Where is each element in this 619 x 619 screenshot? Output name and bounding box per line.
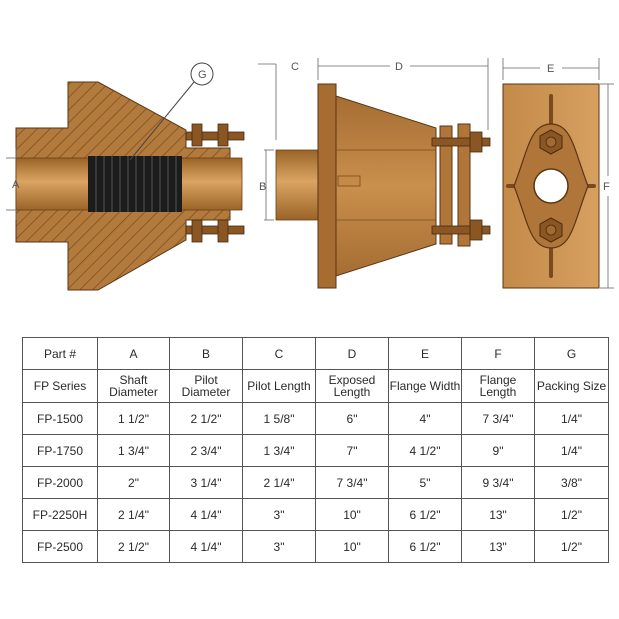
part-number-cell: FP-2000 xyxy=(22,466,98,499)
spec-cell: 7 3/4" xyxy=(461,402,535,435)
spec-cell: 3" xyxy=(242,498,316,531)
spec-table: Part # A B C D E F G FP Series Shaft Dia… xyxy=(22,337,609,563)
packing-rings xyxy=(88,156,182,212)
spec-cell: 2 1/2" xyxy=(169,402,243,435)
header-cell: Part # xyxy=(22,337,98,370)
side-view: C D B xyxy=(258,58,491,289)
header-cell: Exposed Length xyxy=(315,369,389,403)
spec-cell: 4 1/4" xyxy=(169,498,243,531)
spec-cell: 3 1/4" xyxy=(169,466,243,499)
label-b: B xyxy=(259,181,266,193)
header-row-names: FP Series Shaft Diameter Pilot Diameter … xyxy=(22,369,609,403)
spec-cell: 9" xyxy=(461,434,535,467)
dimension-f xyxy=(600,83,614,289)
dimension-a xyxy=(6,148,17,220)
spec-cell: 1/4" xyxy=(534,402,609,435)
spec-cell: 1/2" xyxy=(534,498,609,531)
dimension-e xyxy=(502,58,600,80)
spec-cell: 9 3/4" xyxy=(461,466,535,499)
dimension-c xyxy=(258,63,277,140)
gland-flange-1 xyxy=(439,125,453,245)
spec-cell: 6 1/2" xyxy=(388,498,462,531)
spec-cell: 2 1/4" xyxy=(242,466,316,499)
spec-cell: 1 1/2" xyxy=(97,402,170,435)
label-c: C xyxy=(291,61,299,73)
header-cell: C xyxy=(242,337,316,370)
leader-g xyxy=(129,62,214,161)
spec-cell: 7" xyxy=(315,434,389,467)
label-d: D xyxy=(395,61,403,73)
spec-cell: 6" xyxy=(315,402,389,435)
part-number-cell: FP-1500 xyxy=(22,402,98,435)
pilot xyxy=(275,149,321,221)
label-e: E xyxy=(547,63,554,75)
label-f: F xyxy=(603,181,610,193)
header-cell: E xyxy=(388,337,462,370)
spec-cell: 3/8" xyxy=(534,466,609,499)
header-cell: Pilot Diameter xyxy=(169,369,243,403)
header-cell: B xyxy=(169,337,243,370)
spec-cell: 1/2" xyxy=(534,530,609,563)
side-studs xyxy=(431,131,491,241)
dimension-d xyxy=(317,58,489,130)
end-view: E F xyxy=(502,58,614,289)
spec-cell: 1 5/8" xyxy=(242,402,316,435)
header-cell: Pilot Length xyxy=(242,369,316,403)
header-cell: F xyxy=(461,337,535,370)
header-cell: G xyxy=(534,337,609,370)
spec-cell: 2 1/2" xyxy=(97,530,170,563)
spec-cell: 5" xyxy=(388,466,462,499)
spec-cell: 7 3/4" xyxy=(315,466,389,499)
header-cell: Packing Size xyxy=(534,369,609,403)
spec-cell: 1 3/4" xyxy=(97,434,170,467)
header-cell: A xyxy=(97,337,170,370)
gland-flange-2 xyxy=(457,123,471,247)
gland-studs xyxy=(185,123,245,243)
spec-cell: 10" xyxy=(315,530,389,563)
spec-cell: 13" xyxy=(461,530,535,563)
spec-cell: 3" xyxy=(242,530,316,563)
tapered-body xyxy=(335,95,437,277)
header-cell: Flange Width xyxy=(388,369,462,403)
spec-cell: 1 3/4" xyxy=(242,434,316,467)
spec-cell: 10" xyxy=(315,498,389,531)
label-g: G xyxy=(198,69,207,81)
label-a: A xyxy=(12,179,20,191)
spec-cell: 2" xyxy=(97,466,170,499)
part-number-cell: FP-2500 xyxy=(22,530,98,563)
header-cell: Shaft Diameter xyxy=(97,369,170,403)
header-row-letters: Part # A B C D E F G xyxy=(22,337,609,370)
spec-cell: 2 1/4" xyxy=(97,498,170,531)
part-number-cell: FP-1750 xyxy=(22,434,98,467)
mounting-flange xyxy=(317,83,337,289)
spec-cell: 1/4" xyxy=(534,434,609,467)
header-cell: Flange Length xyxy=(461,369,535,403)
end-bore xyxy=(533,168,569,204)
spec-cell: 4 1/4" xyxy=(169,530,243,563)
header-cell: D xyxy=(315,337,389,370)
spec-cell: 2 3/4" xyxy=(169,434,243,467)
header-cell: FP Series xyxy=(22,369,98,403)
spec-cell: 6 1/2" xyxy=(388,530,462,563)
dimension-b xyxy=(264,149,274,221)
spec-cell: 13" xyxy=(461,498,535,531)
part-number-cell: FP-2250H xyxy=(22,498,98,531)
spec-cell: 4 1/2" xyxy=(388,434,462,467)
section-view: A G xyxy=(6,62,245,291)
technical-drawing: A G C D B xyxy=(6,58,614,291)
spec-cell: 4" xyxy=(388,402,462,435)
